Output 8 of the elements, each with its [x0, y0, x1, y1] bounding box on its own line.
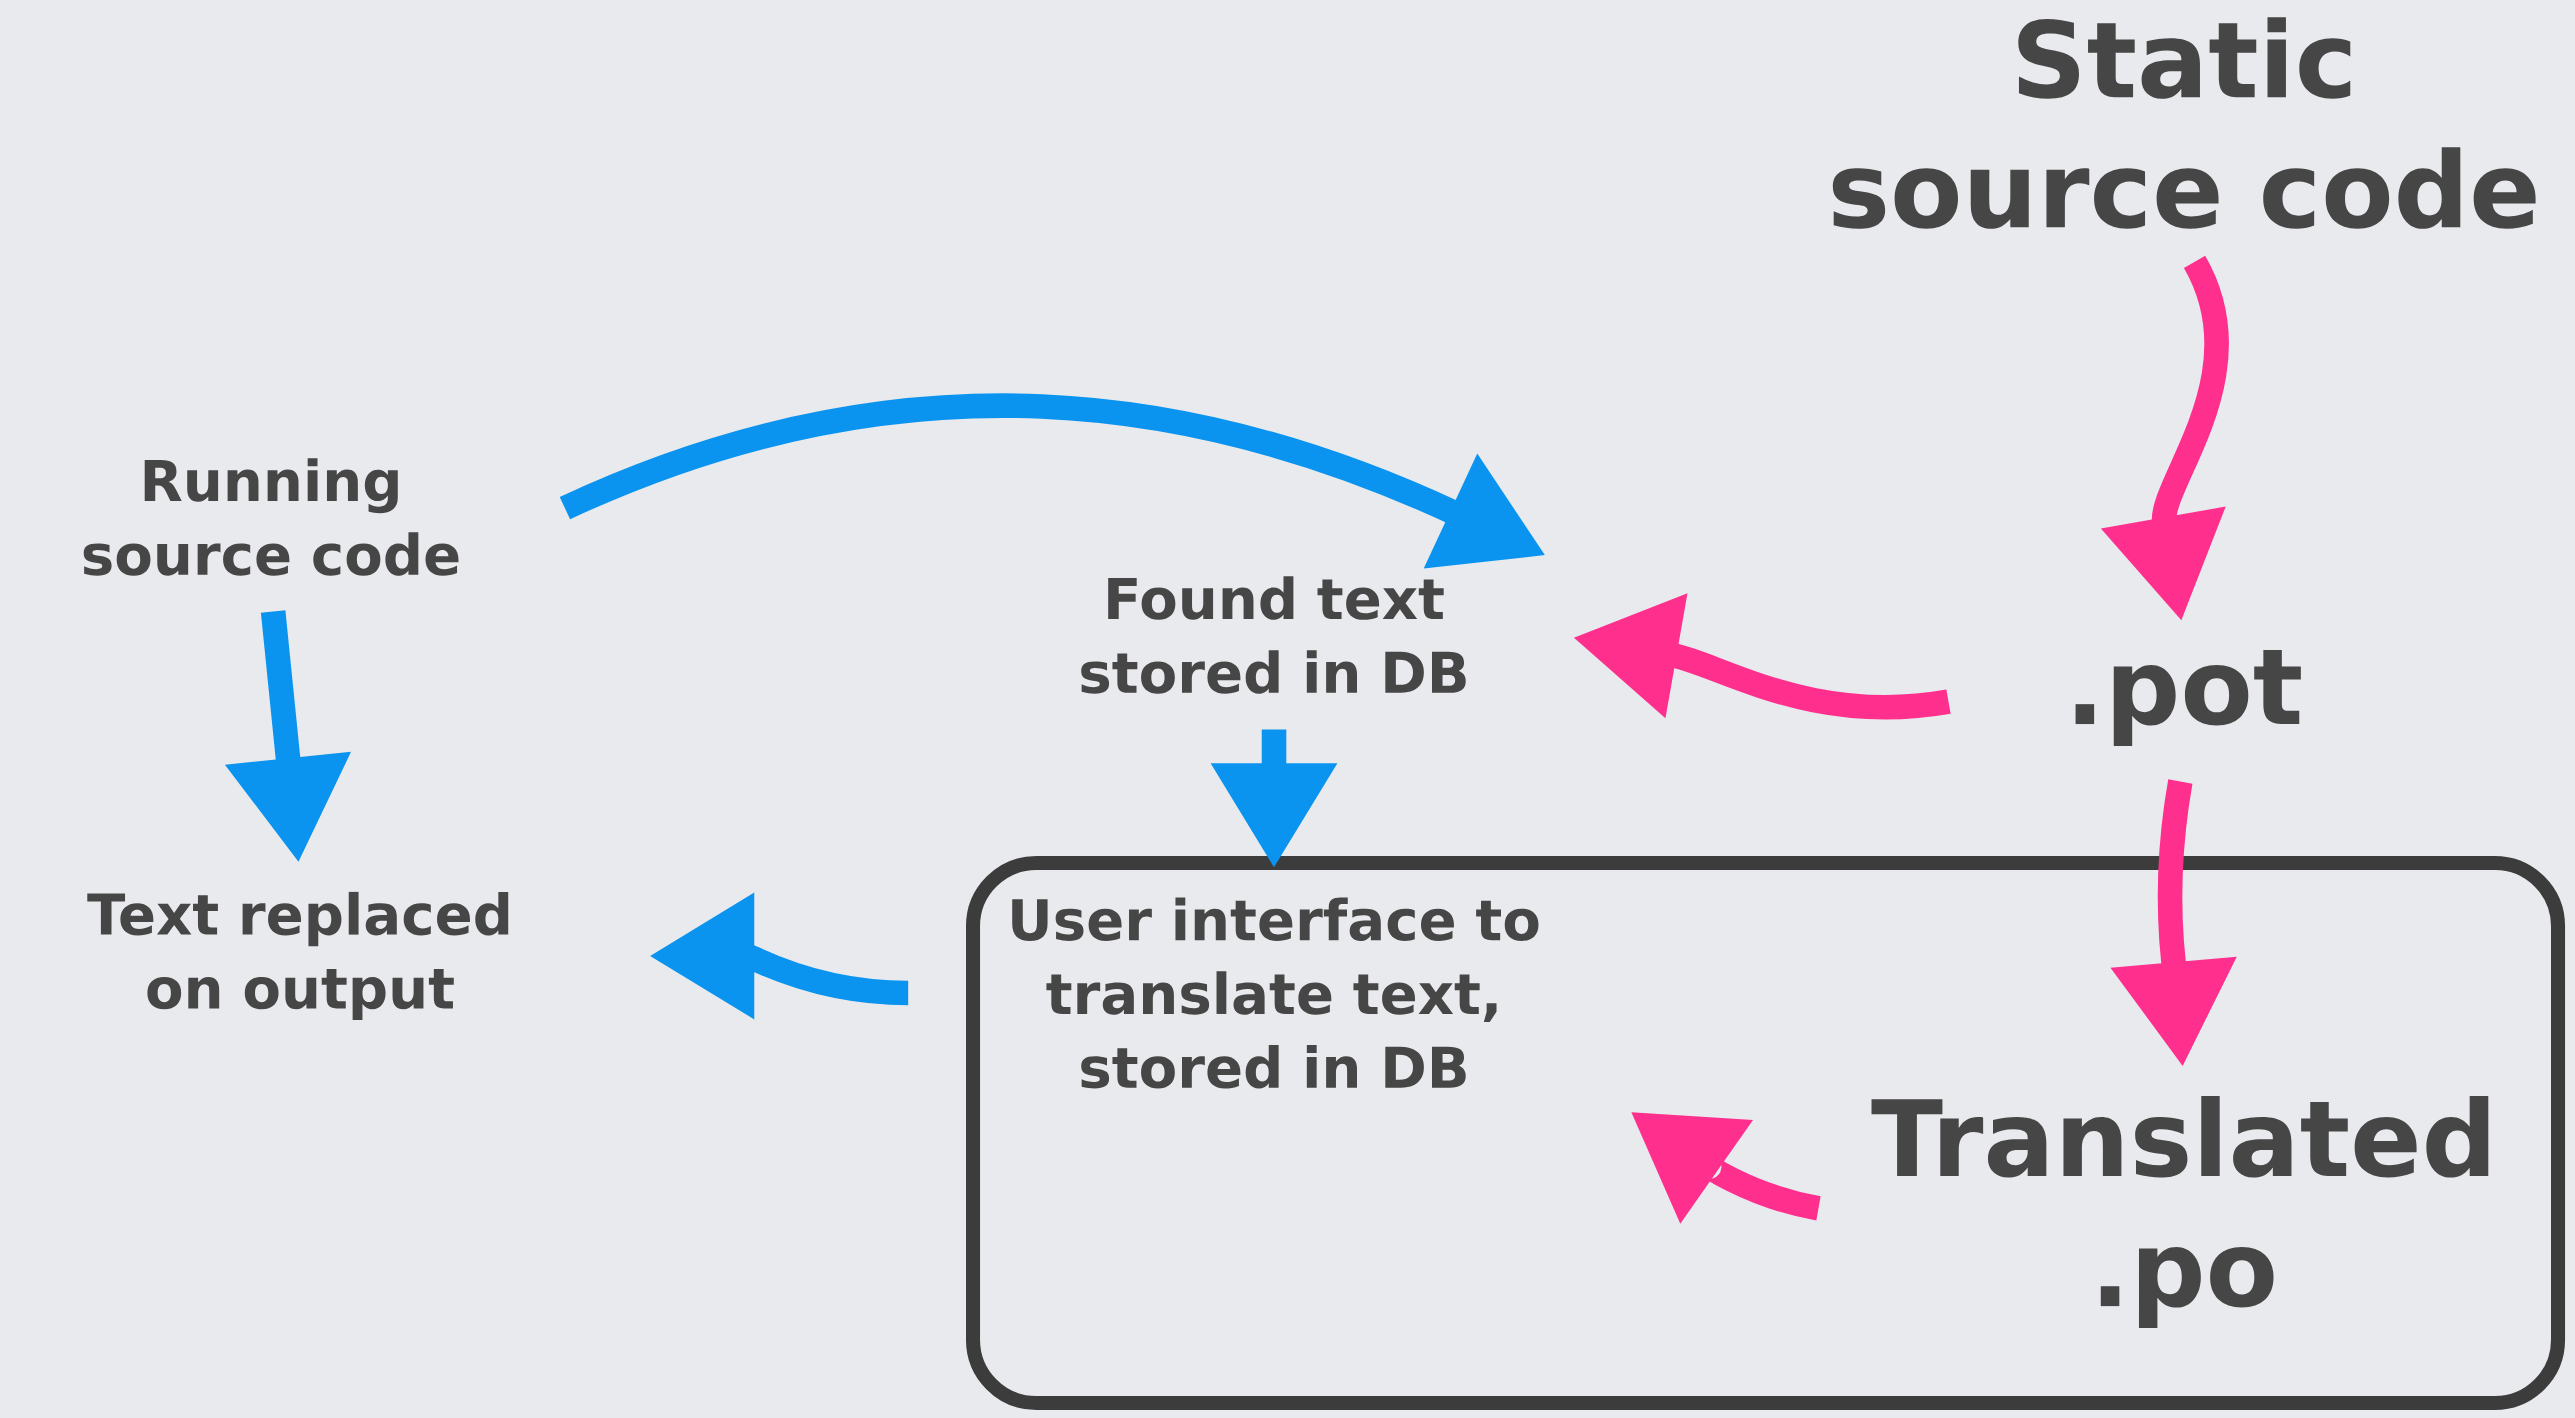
- heading-text: .pot: [2075, 650, 2301, 746]
- label-text: Text replaced on output: [87, 891, 509, 1021]
- label-text: Found text stored in DB: [1081, 576, 1466, 694]
- heading-text: Translated .po: [1871, 1096, 2489, 1329]
- frame-box: [966, 856, 2566, 1411]
- label-text: User interface to translate text, stored in DB: [1012, 897, 1539, 1089]
- label-text: Running source code: [83, 458, 459, 576]
- heading-text: Static source code: [1832, 17, 2536, 229]
